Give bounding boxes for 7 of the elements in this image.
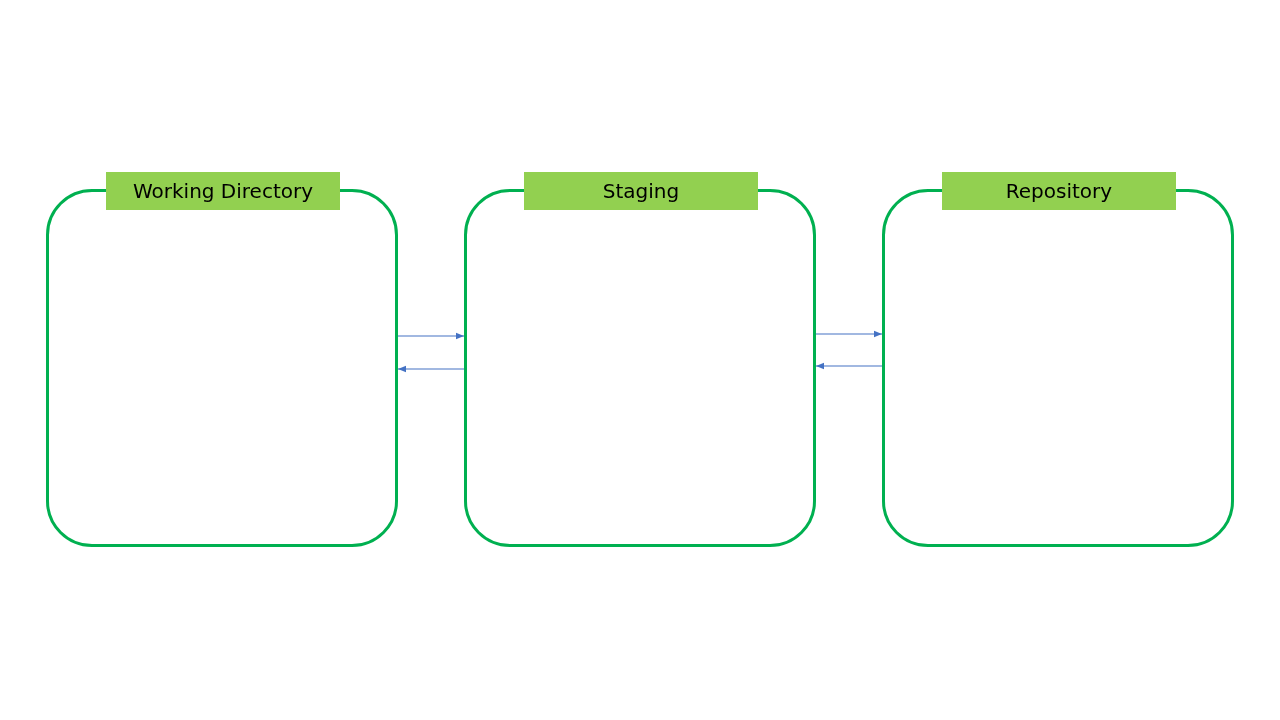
arrow	[397, 332, 465, 340]
box-heading: Working Directory	[106, 172, 340, 210]
arrow	[815, 330, 883, 338]
box-heading: Repository	[942, 172, 1176, 210]
box-heading: Staging	[524, 172, 758, 210]
arrow	[815, 362, 883, 370]
arrow	[397, 365, 465, 373]
